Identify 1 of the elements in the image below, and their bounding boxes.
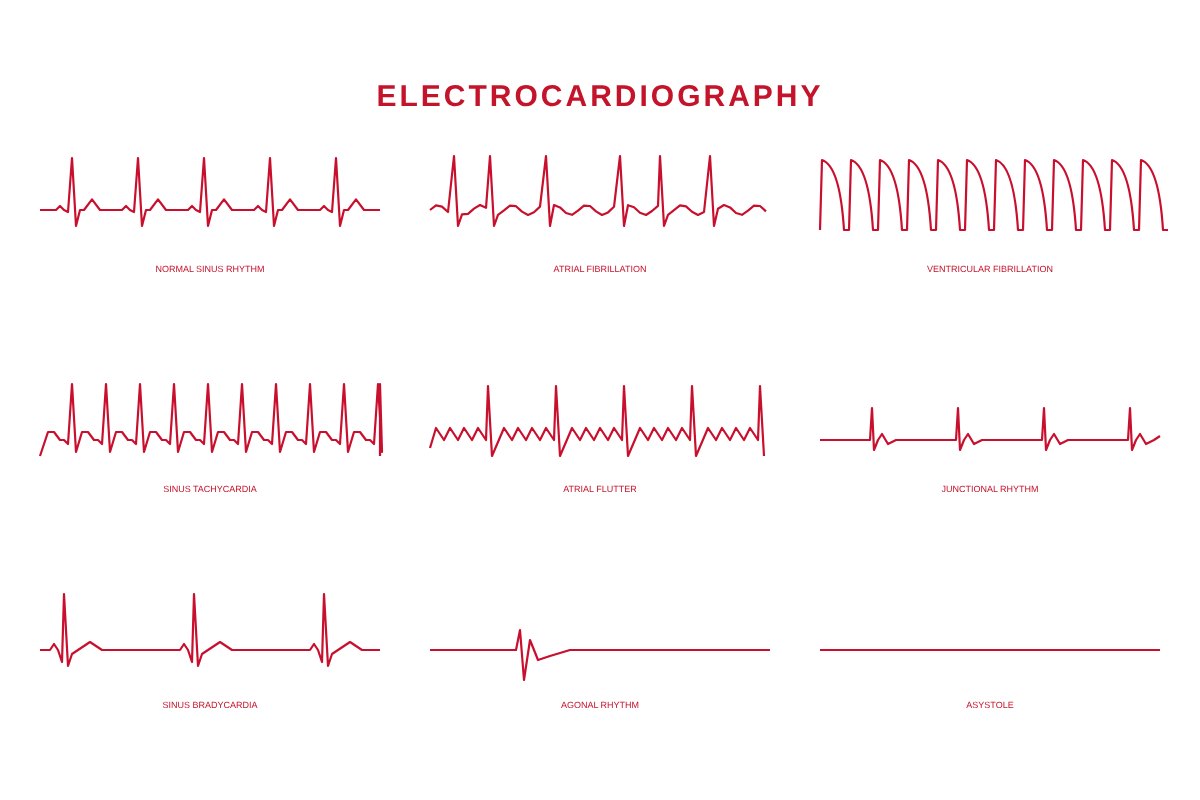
title: ELECTROCARDIOGRAPHY <box>374 80 826 114</box>
